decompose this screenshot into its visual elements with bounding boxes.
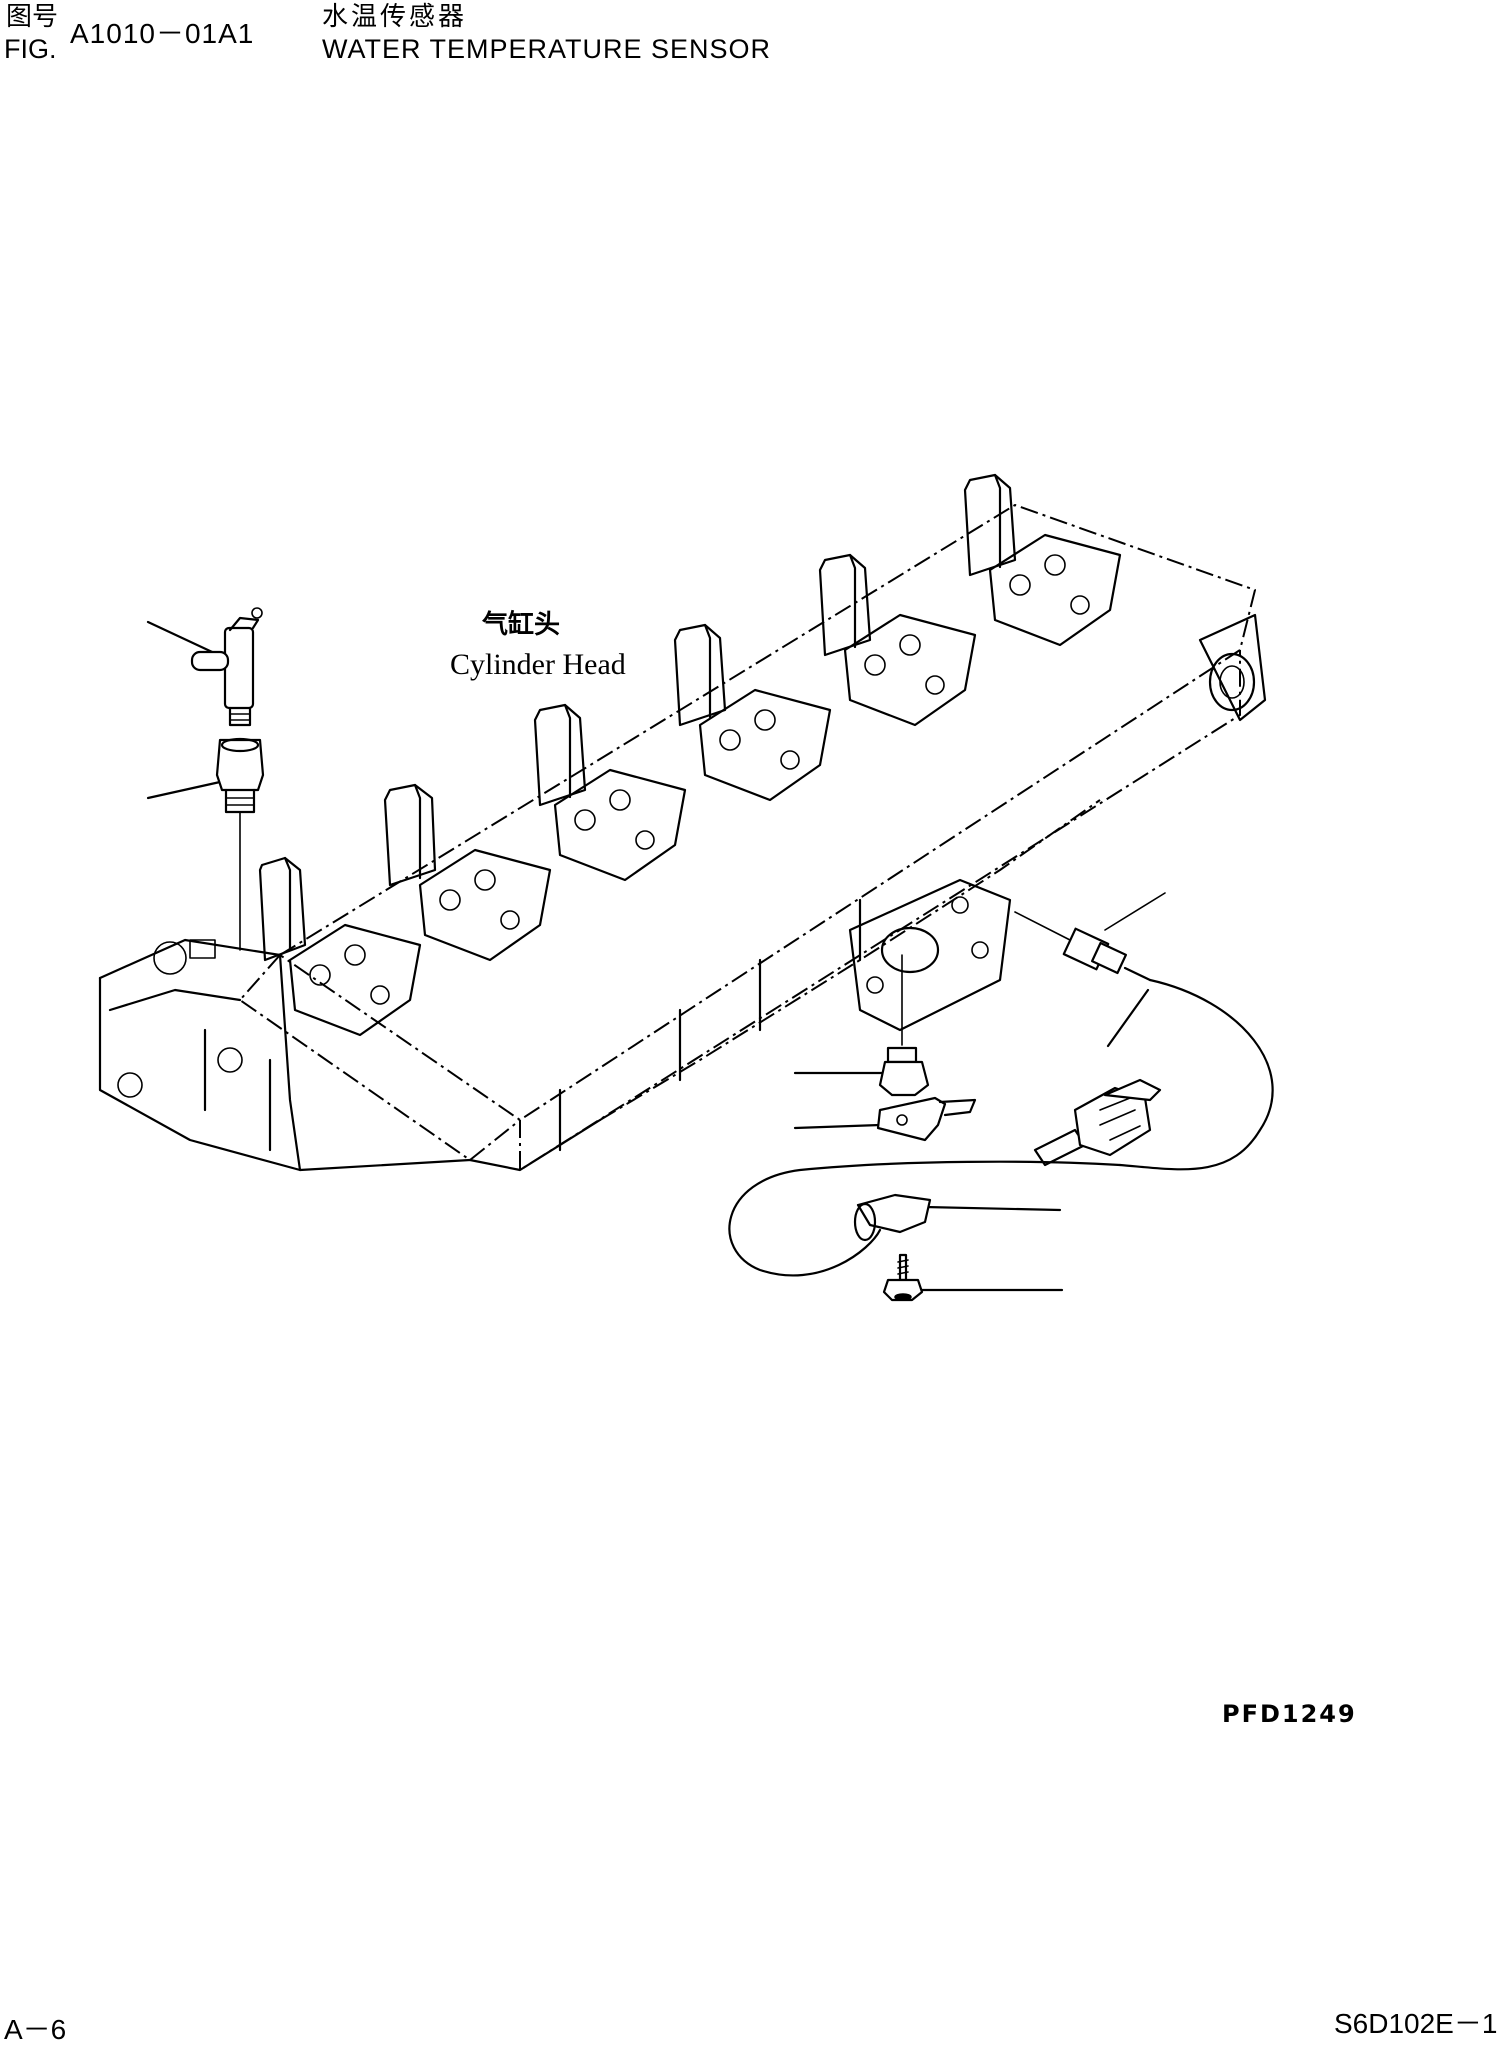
valve-bridges — [288, 533, 1122, 1037]
figure-label-en: FIG. — [4, 34, 57, 64]
tee-fitting-drawing — [146, 607, 263, 727]
rocker-pedestals — [258, 473, 1017, 962]
cylinder-head-label-en: Cylinder Head — [450, 648, 626, 681]
title-en: WATER TEMPERATURE SENSOR — [322, 34, 772, 64]
plate-drawing — [793, 1096, 977, 1142]
adapter-fitting-drawing — [146, 737, 265, 951]
clamp-drawing — [853, 1193, 1062, 1242]
flange-drawing — [848, 878, 1012, 1032]
title-cn: 水温传感器 — [322, 2, 468, 32]
figure-number: A1010－01A1 — [70, 18, 255, 49]
page-number: A－6 — [4, 2014, 67, 2045]
cylinder-head-drawing — [98, 504, 1267, 1172]
drawing-code: PFD1249 — [1222, 1700, 1357, 1728]
figure-label-cn: 图号 — [6, 2, 59, 32]
bolt-drawing — [882, 1253, 1064, 1302]
sensor-leader-line — [1104, 892, 1166, 931]
model-code: S6D102E－1 — [1334, 2008, 1498, 2039]
cylinder-head-label-cn: 气缸头 — [482, 610, 561, 640]
sensor-drawing — [728, 911, 1274, 1277]
